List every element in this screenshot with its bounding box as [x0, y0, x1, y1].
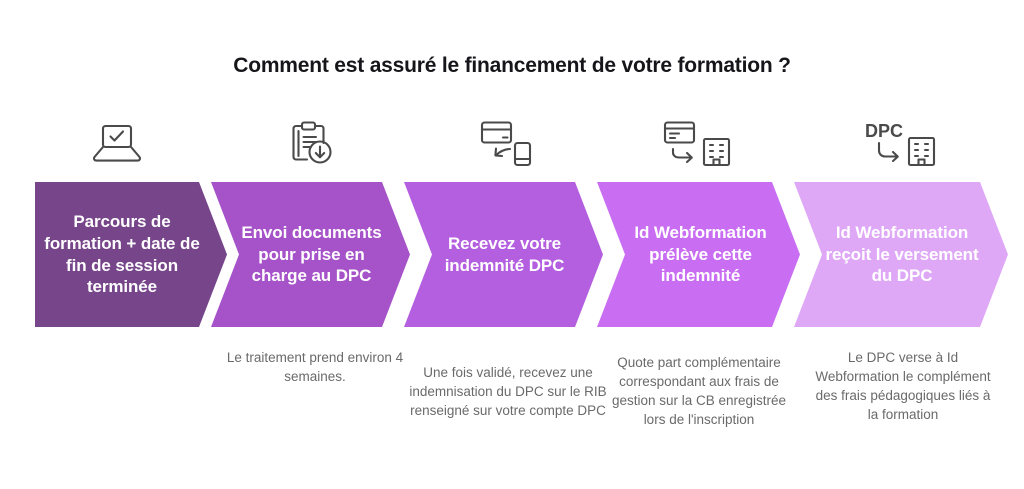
clipboard-download-icon [284, 119, 336, 167]
step-1-icon-slot [35, 112, 198, 174]
step-5-label: Id Webformation reçoit le versement du D… [825, 222, 979, 286]
card-to-building-icon [662, 119, 734, 167]
step-1-chevron[interactable]: Parcours de formation + date de fin de s… [35, 182, 227, 327]
dpc-to-building-icon: DPC [861, 119, 939, 167]
icon-row: DPC [0, 112, 1024, 174]
step-2-chevron[interactable]: Envoi documents pour prise en charge au … [211, 182, 410, 327]
laptop-check-icon [90, 120, 144, 166]
step-5-caption: Le DPC verse à Id Webformation le complé… [815, 350, 991, 423]
step-4-chevron[interactable]: Id Webformation prélève cette indemnité [597, 182, 800, 327]
step-3-label: Recevez votre indemnité DPC [444, 233, 565, 275]
chevron-band: Parcours de formation + date de fin de s… [0, 182, 1024, 327]
step-4-caption: Quote part complémentaire correspondant … [611, 355, 787, 428]
step-4-label: Id Webformation prélève cette indemnité [634, 222, 767, 286]
step-2-label: Envoi documents pour prise en charge au … [241, 222, 382, 286]
step-1-label: Parcours de formation + date de fin de s… [44, 212, 200, 297]
step-3-caption: Une fois validé, recevez une indemnisati… [409, 365, 607, 419]
step-5-icon-slot: DPC [810, 112, 990, 174]
step-3-chevron[interactable]: Recevez votre indemnité DPC [404, 182, 603, 327]
step-2-caption: Le traitement prend environ 4 semaines. [226, 350, 404, 385]
step-3-icon-slot [422, 112, 585, 174]
card-to-phone-icon [474, 119, 534, 167]
dpc-icon-label: DPC [865, 121, 903, 141]
page-title: Comment est assuré le financement de vot… [233, 54, 791, 77]
step-5-chevron[interactable]: Id Webformation reçoit le versement du D… [794, 182, 1008, 327]
step-4-icon-slot [616, 112, 779, 174]
caption-row: Le traitement prend environ 4 semaines. … [0, 348, 1024, 478]
step-2-icon-slot [228, 112, 391, 174]
